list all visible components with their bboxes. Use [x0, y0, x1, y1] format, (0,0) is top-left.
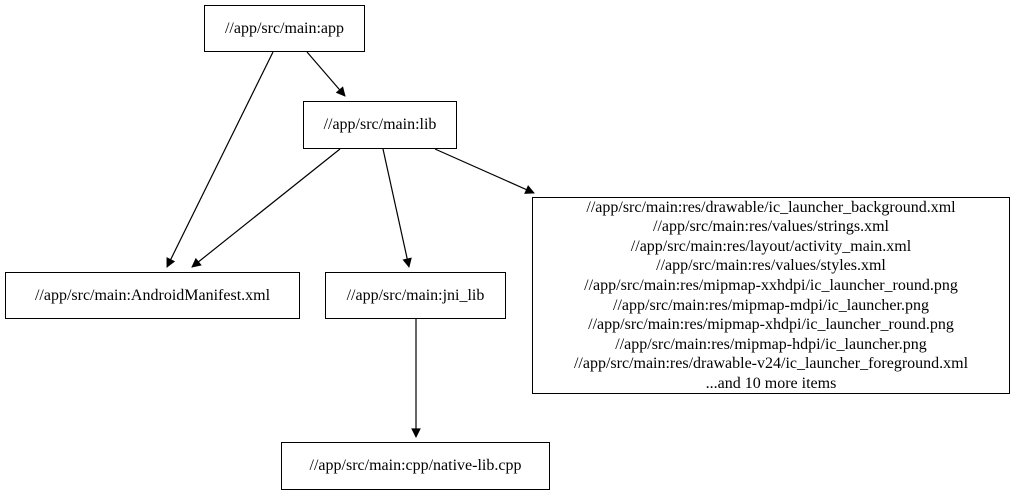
node-res-group-label: //app/src/main:res/drawable/ic_launcher_… — [573, 198, 969, 392]
edge-app-to-android-manifest — [166, 51, 274, 268]
node-app: //app/src/main:app — [204, 5, 365, 52]
node-native-lib-cpp: //app/src/main:cpp/native-lib.cpp — [281, 442, 550, 490]
node-lib: //app/src/main:lib — [303, 101, 457, 149]
node-jni-lib: //app/src/main:jni_lib — [325, 272, 506, 319]
node-android-manifest-label: //app/src/main:AndroidManifest.xml — [34, 286, 271, 304]
edge-app-to-lib — [306, 51, 346, 97]
node-res-group: //app/src/main:res/drawable/ic_launcher_… — [532, 197, 1010, 394]
edge-lib-to-jni-lib — [382, 148, 412, 268]
node-app-label: //app/src/main:app — [224, 19, 345, 37]
node-android-manifest: //app/src/main:AndroidManifest.xml — [5, 272, 300, 319]
edge-lib-to-res-group — [434, 148, 535, 194]
node-lib-label: //app/src/main:lib — [323, 116, 437, 134]
edge-lib-to-android-manifest — [191, 148, 341, 268]
node-native-lib-cpp-label: //app/src/main:cpp/native-lib.cpp — [309, 457, 522, 475]
node-jni-lib-label: //app/src/main:jni_lib — [346, 286, 485, 304]
